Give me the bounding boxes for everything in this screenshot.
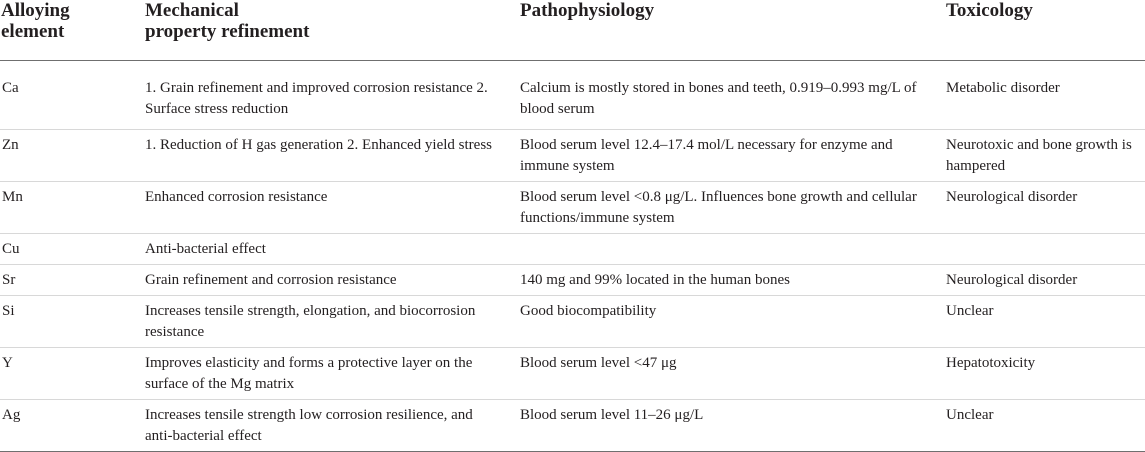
cell-mechanical: Grain refinement and corrosion resistanc… [143, 264, 517, 296]
column-header-pathophysiology: Pathophysiology [517, 0, 945, 61]
cell-pathophysiology: Calcium is mostly stored in bones and te… [517, 60, 945, 130]
cell-element: Cu [0, 233, 143, 265]
cell-mechanical: Increases tensile strength low corrosion… [143, 399, 517, 452]
table-row: Ca 1. Grain refinement and improved corr… [0, 60, 1145, 130]
cell-mechanical: Increases tensile strength, elongation, … [143, 295, 517, 348]
column-header-mechanical-property: Mechanical property refinement [143, 0, 517, 61]
cell-toxicology: Neurological disorder [945, 264, 1145, 296]
cell-toxicology: Metabolic disorder [945, 60, 1145, 130]
cell-pathophysiology [517, 233, 945, 265]
cell-element: Y [0, 347, 143, 400]
cell-toxicology [945, 233, 1145, 265]
table-row: Zn 1. Reduction of H gas generation 2. E… [0, 129, 1145, 182]
column-header-line: property refinement [145, 21, 310, 42]
cell-mechanical: 1. Reduction of H gas generation 2. Enha… [143, 129, 517, 182]
cell-pathophysiology: Blood serum level <47 μg [517, 347, 945, 400]
cell-toxicology: Hepatotoxicity [945, 347, 1145, 400]
cell-mechanical: 1. Grain refinement and improved corrosi… [143, 60, 517, 130]
column-header-line: Toxicology [946, 0, 1033, 21]
column-header-toxicology: Toxicology [945, 0, 1145, 61]
column-header-alloying-element: Alloying element [0, 0, 143, 61]
cell-pathophysiology: Good biocompatibility [517, 295, 945, 348]
header-row: Alloying element Mechanical property ref… [0, 0, 1145, 61]
cell-pathophysiology: Blood serum level 12.4–17.4 mol/L necess… [517, 129, 945, 182]
column-header-line: Mechanical [145, 0, 239, 21]
table-row: Si Increases tensile strength, elongatio… [0, 295, 1145, 348]
cell-element: Mn [0, 181, 143, 234]
table-row: Ag Increases tensile strength low corros… [0, 399, 1145, 452]
table-row: Sr Grain refinement and corrosion resist… [0, 264, 1145, 296]
cell-toxicology: Neurological disorder [945, 181, 1145, 234]
cell-mechanical: Enhanced corrosion resistance [143, 181, 517, 234]
cell-element: Sr [0, 264, 143, 296]
table-row: Y Improves elasticity and forms a protec… [0, 347, 1145, 400]
table-row: Cu Anti-bacterial effect [0, 233, 1145, 265]
cell-element: Ag [0, 399, 143, 452]
cell-pathophysiology: Blood serum level 11–26 μg/L [517, 399, 945, 452]
cell-toxicology: Neurotoxic and bone growth is hampered [945, 129, 1145, 182]
cell-element: Si [0, 295, 143, 348]
cell-mechanical: Improves elasticity and forms a protecti… [143, 347, 517, 400]
cell-pathophysiology: 140 mg and 99% located in the human bone… [517, 264, 945, 296]
cell-mechanical: Anti-bacterial effect [143, 233, 517, 265]
column-header-line: Pathophysiology [520, 0, 655, 21]
cell-element: Zn [0, 129, 143, 182]
cell-pathophysiology: Blood serum level <0.8 μg/L. Influences … [517, 181, 945, 234]
column-header-line: element [1, 21, 65, 42]
column-header-line: Alloying [1, 0, 70, 21]
table-row: Mn Enhanced corrosion resistance Blood s… [0, 181, 1145, 234]
cell-element: Ca [0, 60, 143, 130]
cell-toxicology: Unclear [945, 399, 1145, 452]
cell-toxicology: Unclear [945, 295, 1145, 348]
